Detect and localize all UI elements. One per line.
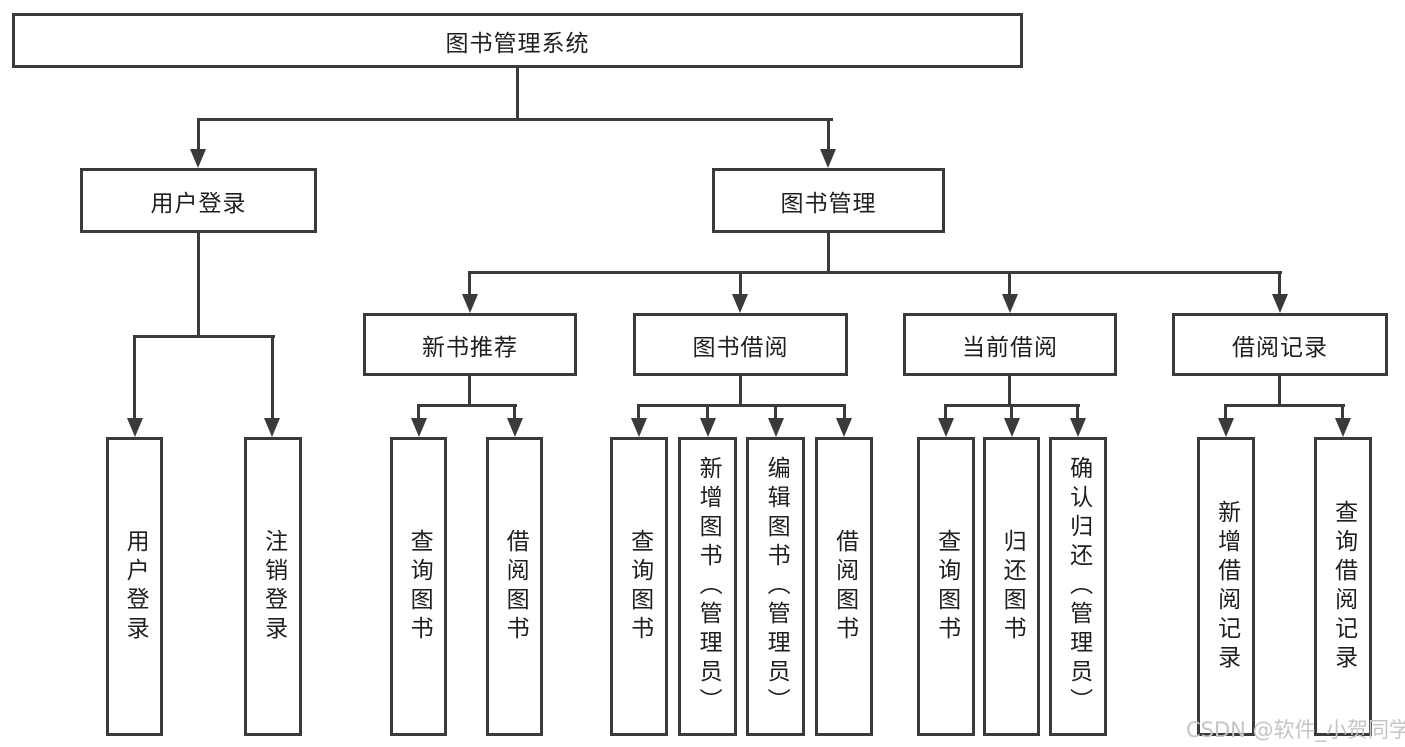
node-label: 图书管理系统 [445,30,590,57]
leaf-query-books-current: 查询图书 [917,437,975,736]
arrow-down-icon [507,418,523,437]
node-label: 借阅图书 [502,528,529,645]
connector-user-login-crossbar [133,335,275,338]
connector-to-leaf [1224,404,1227,420]
connector-to-book-management [827,118,830,151]
node-label: 查询图书 [626,528,653,645]
arrow-down-icon [836,418,852,437]
leaf-edit-book-admin: 编辑图书（管理员） [746,437,805,736]
connector-to-leaf [774,404,777,420]
connector-to-leaf [1010,404,1013,420]
leaf-logout: 注销登录 [244,437,302,736]
node-label: 用户登录 [150,190,247,217]
leaf-user-login: 用户登录 [106,437,163,736]
watermark-csdn: CSDN @软件_小贺同学 [1186,718,1405,742]
node-current-borrowing: 当前借阅 [903,313,1117,376]
node-label: 新书推荐 [422,334,518,361]
connector-to-leaf [637,404,640,420]
connector-to-current [1008,271,1011,297]
leaf-query-books-borrowing: 查询图书 [610,437,668,736]
arrow-down-icon [1002,294,1018,313]
node-user-login: 用户登录 [80,168,317,233]
arrow-down-icon [732,294,748,313]
connector-root-stem [516,68,519,121]
arrow-down-icon [264,418,280,437]
arrow-down-icon [1004,418,1020,437]
node-book-management: 图书管理 [712,168,945,233]
connector-to-leaf [1076,404,1079,420]
connector-to-leaf [843,404,846,420]
node-label: 图书管理 [780,190,877,217]
arrow-down-icon [700,418,716,437]
connector-book-mgmt-crossbar [469,271,1282,274]
connector-to-new-book [468,271,471,297]
arrow-down-icon [411,418,427,437]
connector-to-borrowing [739,271,742,297]
connector-user-login-stem [197,233,200,338]
connector-to-records [1278,271,1281,297]
arrow-down-icon [820,149,836,168]
node-label: 当前借阅 [962,334,1058,361]
node-library-management-system: 图书管理系统 [12,13,1023,68]
leaf-borrow-books-recommend: 借阅图书 [486,437,543,736]
node-label: 注销登录 [260,528,287,645]
leaf-query-books-recommend: 查询图书 [390,437,447,736]
connector-root-crossbar [197,118,833,121]
node-new-book-recommend: 新书推荐 [363,313,577,376]
leaf-confirm-return-admin: 确认归还（管理员） [1049,437,1107,736]
connector-to-leaf [513,404,516,420]
node-label: 确认归还（管理员） [1065,456,1092,717]
arrow-down-icon [938,418,954,437]
arrow-down-icon [1218,418,1234,437]
node-label: 新增借阅记录 [1213,499,1240,674]
connector-borrowing-crossbar [637,404,846,407]
connector-to-leaf [944,404,947,420]
connector-to-leaf [1341,404,1344,420]
arrow-down-icon [127,418,143,437]
arrow-down-icon [1070,418,1086,437]
node-label: 借阅记录 [1232,334,1328,361]
node-label: 查询图书 [406,528,433,645]
connector-records-crossbar [1224,404,1345,407]
connector-to-leaf [417,404,420,420]
leaf-add-borrow-record: 新增借阅记录 [1197,437,1255,736]
connector-to-leaf [706,404,709,420]
connector-book-mgmt-stem [827,233,830,274]
connector-records-stem [1278,376,1281,406]
node-label: 借阅图书 [831,528,858,645]
arrow-down-icon [190,149,206,168]
arrow-down-icon [768,418,784,437]
connector-new-book-crossbar [417,404,517,407]
leaf-borrow-books-borrowing: 借阅图书 [815,437,873,736]
connector-to-leaf [271,335,274,420]
node-label: 用户登录 [122,528,149,645]
arrow-down-icon [1335,418,1351,437]
node-borrowing-records: 借阅记录 [1172,313,1388,376]
connector-to-leaf [133,335,136,420]
connector-current-stem [1008,376,1011,406]
node-book-borrowing: 图书借阅 [633,313,848,376]
arrow-down-icon [462,294,478,313]
node-label: 图书借阅 [692,334,789,361]
node-label: 归还图书 [999,528,1026,645]
connector-new-book-stem [468,376,471,406]
arrow-down-icon [631,418,647,437]
node-label: 编辑图书（管理员） [763,456,790,717]
connector-borrowing-stem [739,376,742,406]
leaf-add-book-admin: 新增图书（管理员） [678,437,737,736]
leaf-query-borrow-record: 查询借阅记录 [1314,437,1372,736]
arrow-down-icon [1272,294,1288,313]
node-label: 查询借阅记录 [1330,499,1357,674]
connector-to-user-login [197,118,200,151]
node-label: 新增图书（管理员） [695,456,722,717]
leaf-return-books: 归还图书 [983,437,1040,736]
node-label: 查询图书 [933,528,960,645]
